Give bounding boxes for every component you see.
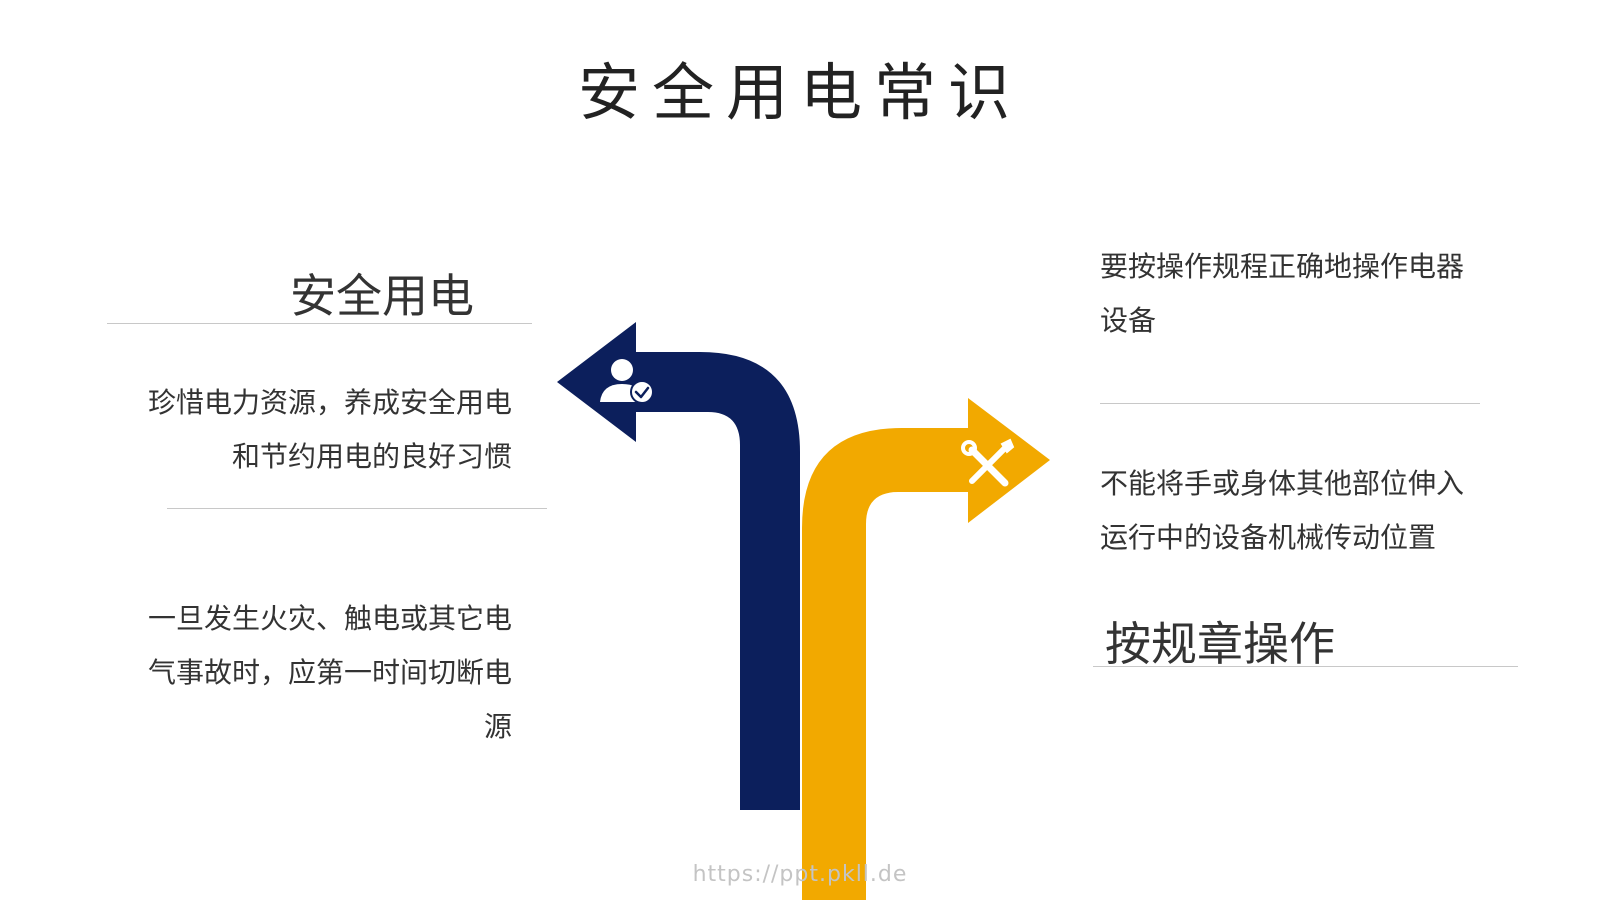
right-heading-divider: [1093, 666, 1518, 667]
left-item-divider: [167, 508, 547, 509]
left-item-1: 珍惜电力资源，养成安全用电和节约用电的良好习惯: [147, 386, 512, 473]
page-title: 安全用电常识: [577, 56, 1022, 129]
user-check-icon: [600, 359, 654, 404]
right-item-divider: [1100, 403, 1480, 404]
left-heading-divider: [107, 323, 532, 324]
right-item-2: 不能将手或身体其他部位伸入运行中的设备机械传动位置: [1100, 467, 1465, 554]
left-item-2: 一旦发生火灾、触电或其它电气事故时，应第一时间切断电源: [147, 602, 512, 743]
navy-arrow-body: [557, 322, 800, 810]
gold-arrow-body: [802, 398, 1050, 900]
right-item-1: 要按操作规程正确地操作电器设备: [1100, 250, 1465, 337]
left-heading: 安全用电: [290, 269, 474, 323]
watermark-url: https://ppt.pkll.de: [692, 862, 908, 887]
right-heading: 按规章操作: [1105, 617, 1335, 671]
tools-icon: [961, 438, 1015, 487]
